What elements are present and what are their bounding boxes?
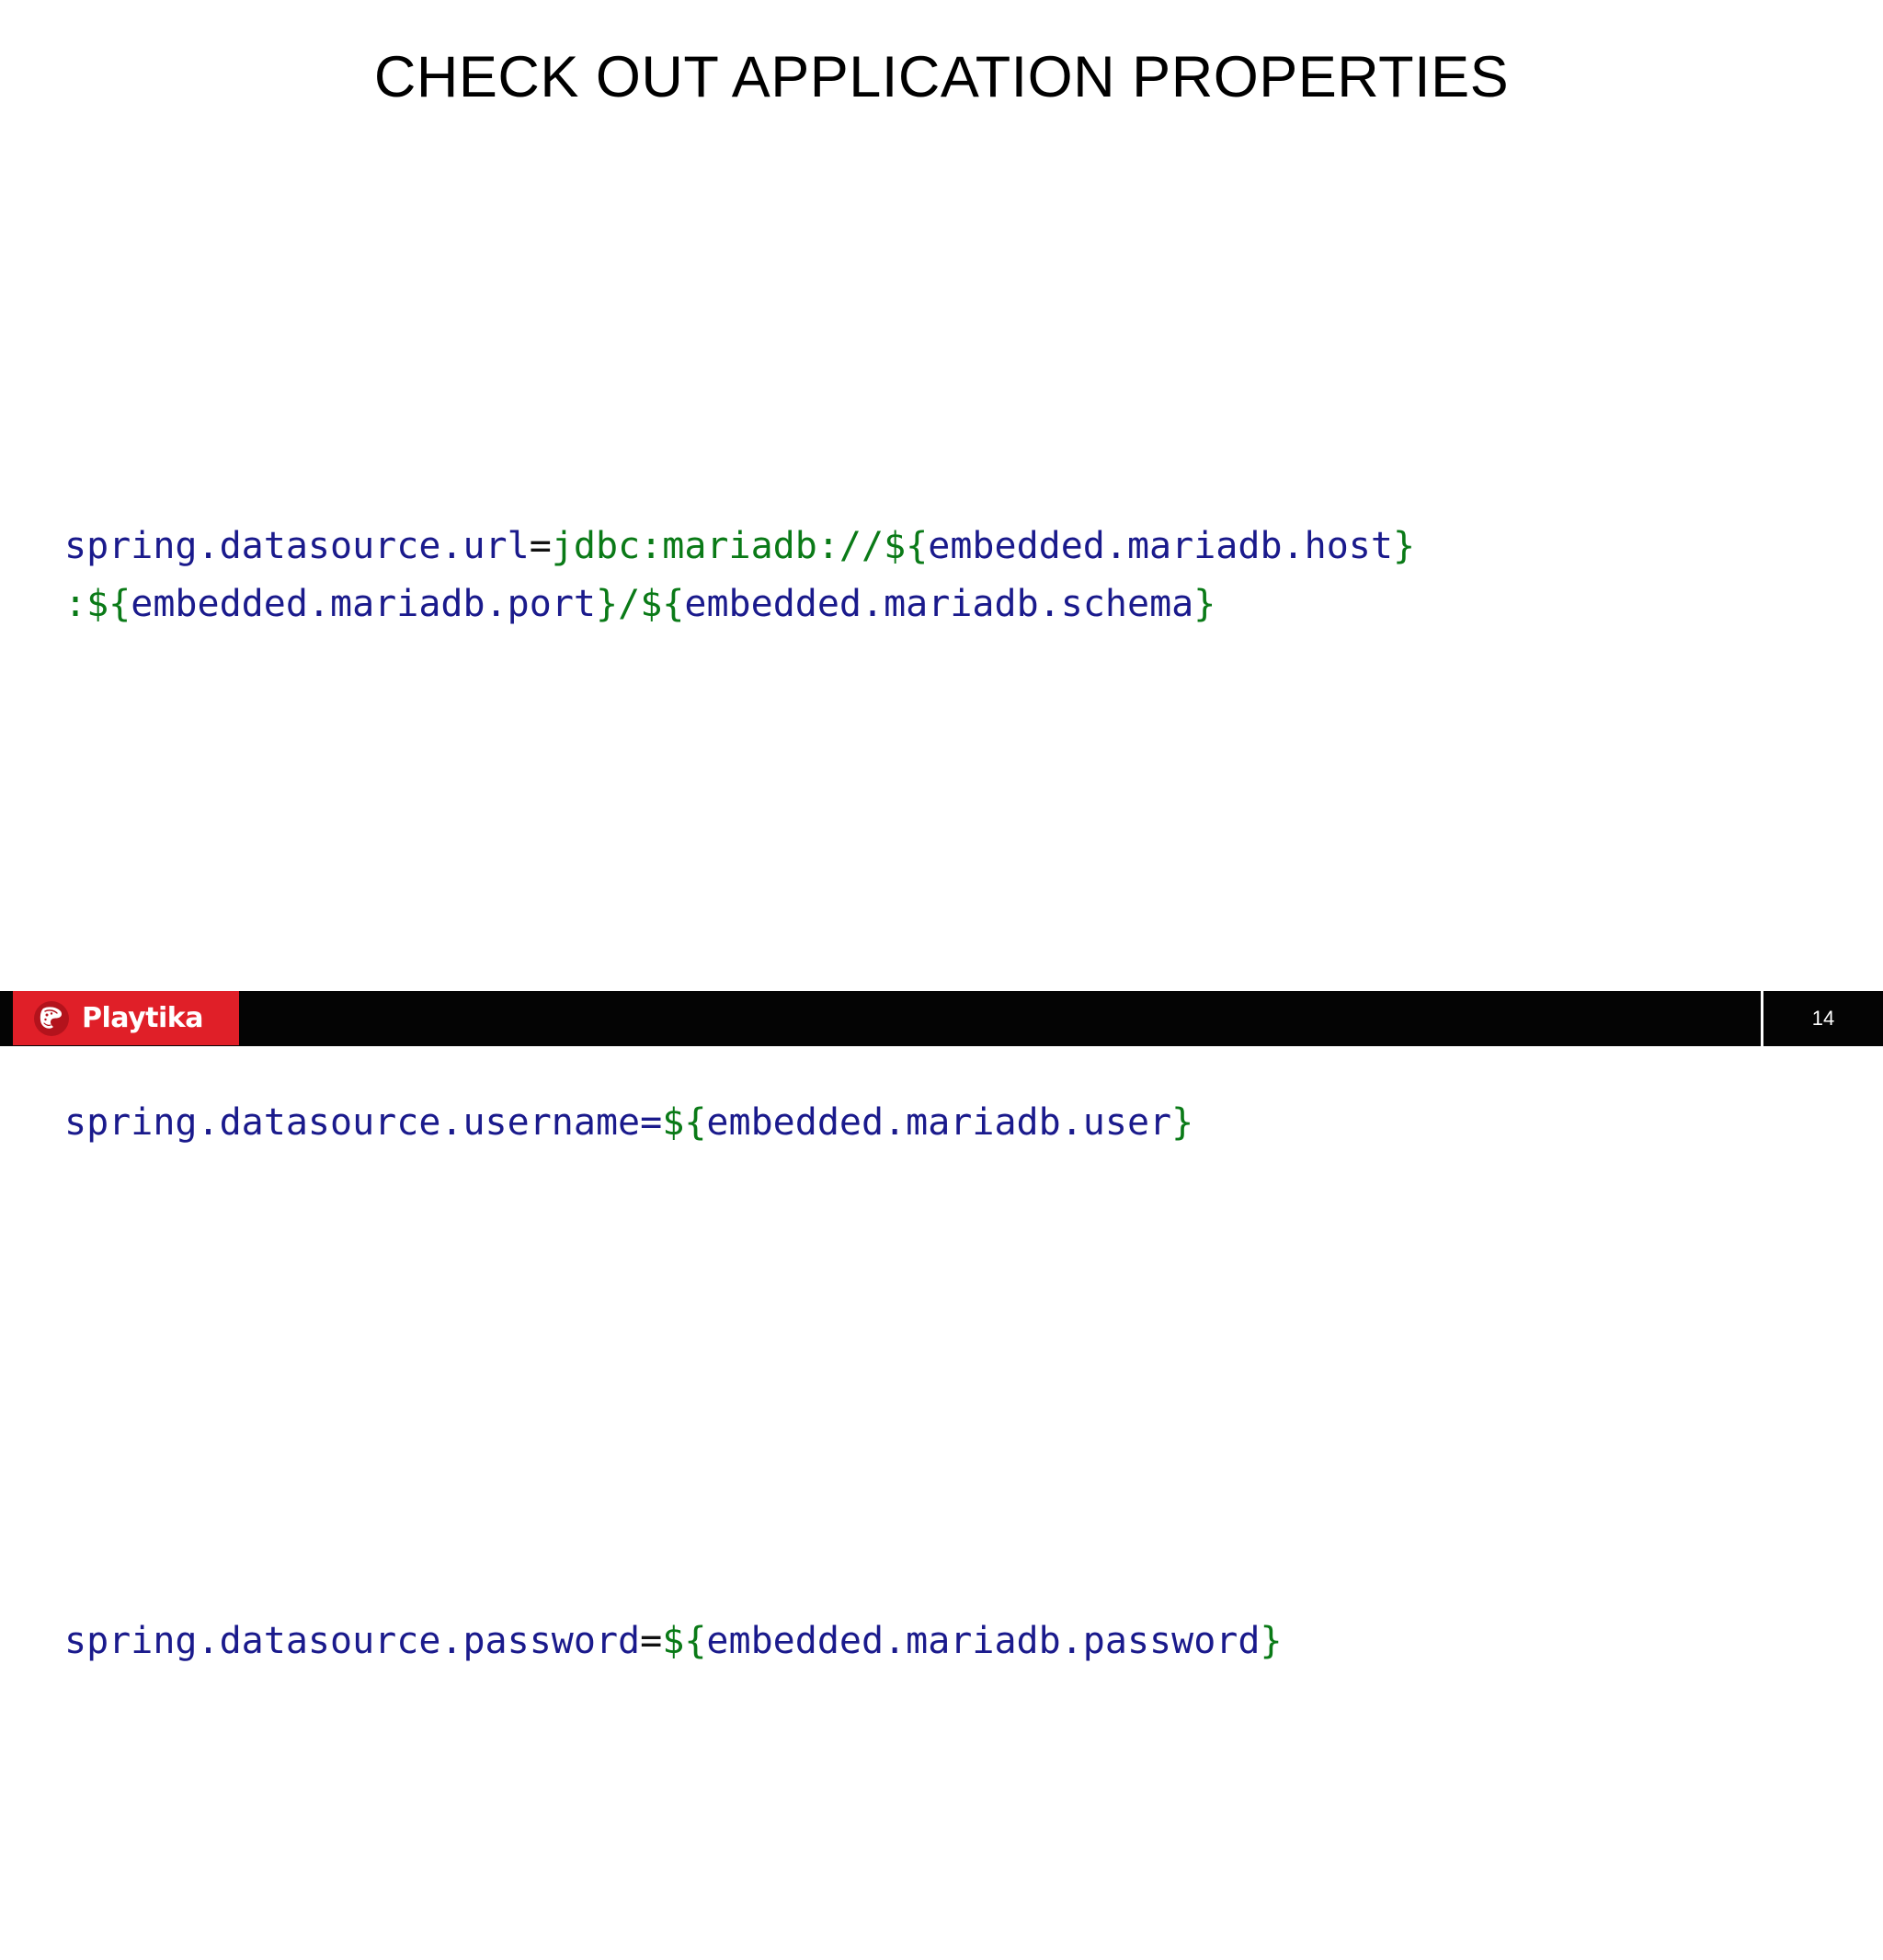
placeholder-name: embedded.mariadb.schema bbox=[684, 583, 1194, 625]
placeholder-close: } bbox=[1260, 1620, 1283, 1662]
placeholder-open: ${ bbox=[662, 1101, 707, 1144]
placeholder-name: embedded.mariadb.user bbox=[706, 1101, 1172, 1144]
code-line: spring.datasource.url=jdbc:mariadb://${e… bbox=[64, 518, 1811, 575]
jdbc-scheme: jdbc:mariadb:// bbox=[551, 525, 884, 567]
page-number: 14 bbox=[1811, 1007, 1835, 1030]
placeholder-close: } bbox=[1392, 525, 1416, 567]
path-slash: / bbox=[618, 583, 641, 625]
equals-sign: = bbox=[640, 1620, 663, 1662]
panther-head-icon bbox=[33, 1000, 70, 1037]
placeholder-close: } bbox=[596, 583, 619, 625]
footer-bar bbox=[0, 991, 1883, 1046]
placeholder-open: ${ bbox=[640, 583, 685, 625]
placeholder-open: ${ bbox=[884, 525, 929, 567]
placeholder-name: embedded.mariadb.password bbox=[706, 1620, 1261, 1662]
placeholder-name: embedded.mariadb.port bbox=[131, 583, 596, 625]
code-body: spring.datasource.url=jdbc:mariadb://${e… bbox=[64, 228, 1811, 1960]
property-block-datasource-password: spring.datasource.password=${embedded.ma… bbox=[64, 1497, 1811, 1786]
placeholder-name: embedded.mariadb.host bbox=[928, 525, 1393, 567]
code-line: spring.datasource.username=${embedded.ma… bbox=[64, 1094, 1811, 1152]
port-colon: : bbox=[64, 583, 87, 625]
code-line: spring.datasource.password=${embedded.ma… bbox=[64, 1612, 1811, 1670]
footer-divider bbox=[1761, 991, 1763, 1046]
presentation-slide: CHECK OUT APPLICATION PROPERTIES spring.… bbox=[0, 45, 1883, 1662]
brand-logo: Playtika bbox=[13, 991, 239, 1045]
page-title: CHECK OUT APPLICATION PROPERTIES bbox=[373, 45, 1510, 109]
code-line: :${embedded.mariadb.port}/${embedded.mar… bbox=[64, 575, 1811, 633]
placeholder-close: } bbox=[1193, 583, 1216, 625]
placeholder-close: } bbox=[1171, 1101, 1194, 1144]
property-key: spring.datasource.username bbox=[64, 1101, 641, 1144]
property-key: spring.datasource.password bbox=[64, 1620, 641, 1662]
equals-sign: = bbox=[529, 525, 552, 567]
placeholder-open: ${ bbox=[662, 1620, 707, 1662]
property-block-datasource-url: spring.datasource.url=jdbc:mariadb://${e… bbox=[64, 402, 1811, 749]
placeholder-open: ${ bbox=[86, 583, 131, 625]
equals-sign: = bbox=[640, 1101, 663, 1144]
brand-wordmark: Playtika bbox=[82, 1001, 203, 1034]
property-key: spring.datasource.url bbox=[64, 525, 530, 567]
